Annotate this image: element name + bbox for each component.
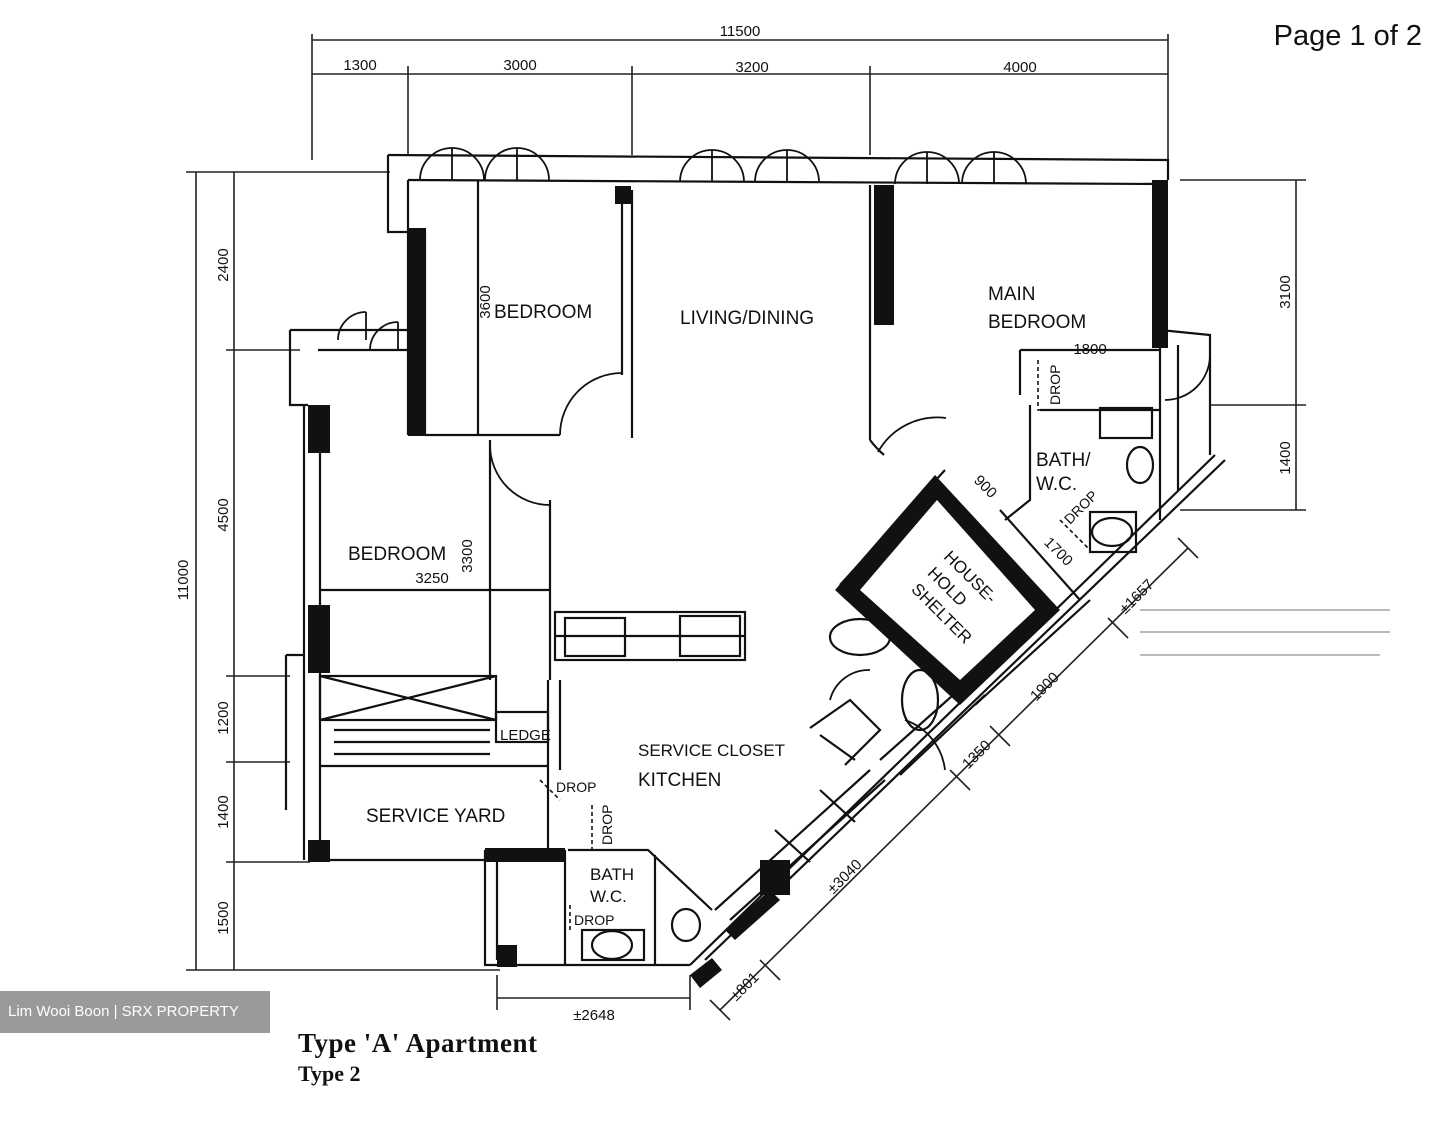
plan-subtitle: Type 2 [298,1061,361,1086]
dim-bedroom1-depth: 3600 [477,285,494,318]
watermark-badge: Lim Wooi Boon | SRX PROPERTY [0,991,270,1033]
dim-diag-2: 1900 [1027,669,1063,705]
dim-left-5: 1500 [215,901,232,934]
dimension-labels: 11500 1300 3000 3200 4000 11000 2400 450… [175,23,1294,1024]
dim-left-3: 1200 [215,701,232,734]
dim-bedroom2-depth: 3300 [459,539,476,572]
structural-walls [308,180,1168,988]
room-label-bedroom-2: BEDROOM [348,544,446,565]
dim-left-1: 2400 [215,248,232,281]
dim-top-4: 4000 [1003,59,1036,76]
dim-diag-5: ±801 [727,969,763,1005]
drop-label-bath-common: DROP [574,912,614,928]
room-labels: BEDROOM LIVING/DINING MAIN BEDROOM BEDRO… [348,284,1091,906]
dim-left-total: 11000 [175,560,192,601]
dim-left-4: 1400 [215,795,232,828]
title-block: Type 'A' Apartment Type 2 [298,1028,538,1087]
drop-label-kitchen: DROP [556,779,596,795]
drop-label-main-bedroom: DROP [1047,365,1063,405]
room-label-service-yard: SERVICE YARD [366,806,505,827]
door-swings [337,147,1211,771]
room-label-bath-common-2: W.C. [590,887,627,906]
plan-title: Type 'A' Apartment [298,1028,538,1058]
scan-marks [1140,609,1390,656]
dim-bottom-1: ±2648 [573,1007,615,1024]
room-label-bath-common-1: BATH [590,865,634,884]
room-label-main-bedroom-1: MAIN [988,284,1036,305]
room-label-bedroom-1: BEDROOM [494,302,592,323]
dim-main-bed-wardrobe: 1800 [1073,341,1106,358]
room-label-ledge: LEDGE [500,727,551,744]
dim-right-1: 3100 [1277,275,1294,308]
dim-diag-4: ±3040 [824,856,865,897]
drop-label-yard: DROP [599,805,615,845]
dim-top-3: 3200 [735,59,768,76]
room-label-main-bedroom-2: BEDROOM [988,312,1086,333]
dim-shelter-side: 900 [970,472,1000,502]
dim-diag-1: ±1657 [1116,576,1157,617]
dim-left-2: 4500 [215,498,232,531]
page-number-label: Page 1 of 2 [1273,20,1422,52]
drop-markers [539,360,1091,930]
dim-bath-width: 1700 [1040,534,1076,570]
dim-top-1: 1300 [343,57,376,74]
dim-right-2: 1400 [1277,441,1294,474]
dim-top-2: 3000 [503,57,536,74]
room-label-living-dining: LIVING/DINING [680,308,814,329]
dim-diag-3: 1350 [959,737,995,773]
dim-bedroom2-width: 3250 [415,570,448,587]
room-label-kitchen: KITCHEN [638,770,721,791]
room-label-service-closet: SERVICE CLOSET [638,741,785,760]
dim-top-total: 11500 [720,23,761,40]
room-label-bath-main-1: BATH/ [1036,450,1091,471]
walls [284,153,1226,967]
room-label-bath-main-2: W.C. [1036,474,1077,495]
dimension-lines [186,34,1306,1021]
